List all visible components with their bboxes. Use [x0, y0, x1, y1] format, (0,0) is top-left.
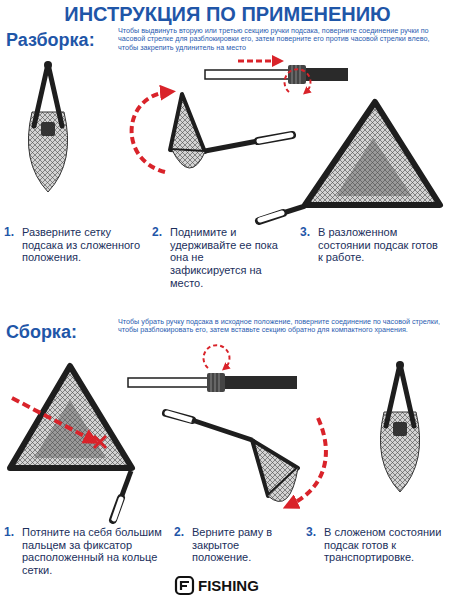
page-title: ИНСТРУКЦИЯ ПО ПРИМЕНЕНИЮ: [0, 3, 455, 26]
step-number: 1.: [4, 226, 14, 240]
step-number: 3.: [306, 526, 316, 540]
step-number: 2.: [152, 226, 162, 240]
instruction-note: Чтобы выдвинуть вторую или третью секцию…: [118, 27, 448, 52]
step-number: 3.: [300, 226, 310, 240]
handle-joint: [205, 61, 348, 92]
section-heading: Сборка:: [6, 322, 77, 343]
step-text: Верните раму в закрытое положение.: [192, 526, 284, 564]
step-number: 1.: [4, 526, 14, 540]
step-text: Поднимите и удерживайте ее пока она не з…: [170, 226, 282, 289]
logo-icon: [176, 577, 193, 594]
closing-net: [166, 413, 326, 505]
folded-net: [380, 361, 419, 492]
lifting-net: [132, 92, 292, 172]
step-text: Потяните на себя большим пальцем за фикс…: [22, 526, 170, 577]
section-heading: Разборка:: [6, 30, 95, 51]
step-text: В сложеном состоянии подсак готов к тран…: [324, 526, 450, 564]
instruction-note: Чтобы убрать ручку подсака в исходное по…: [118, 318, 448, 335]
step-number: 2.: [174, 526, 184, 540]
folded-net: [28, 61, 67, 192]
step-text: В разложенном состоянии подсак готов к р…: [318, 226, 443, 264]
handle-joint: [128, 345, 297, 392]
open-net: [259, 102, 440, 221]
brand-logo: FISHING: [198, 577, 259, 594]
open-net: [10, 366, 132, 520]
step-text: Разверните сетку подсака из сложенного п…: [22, 226, 147, 264]
